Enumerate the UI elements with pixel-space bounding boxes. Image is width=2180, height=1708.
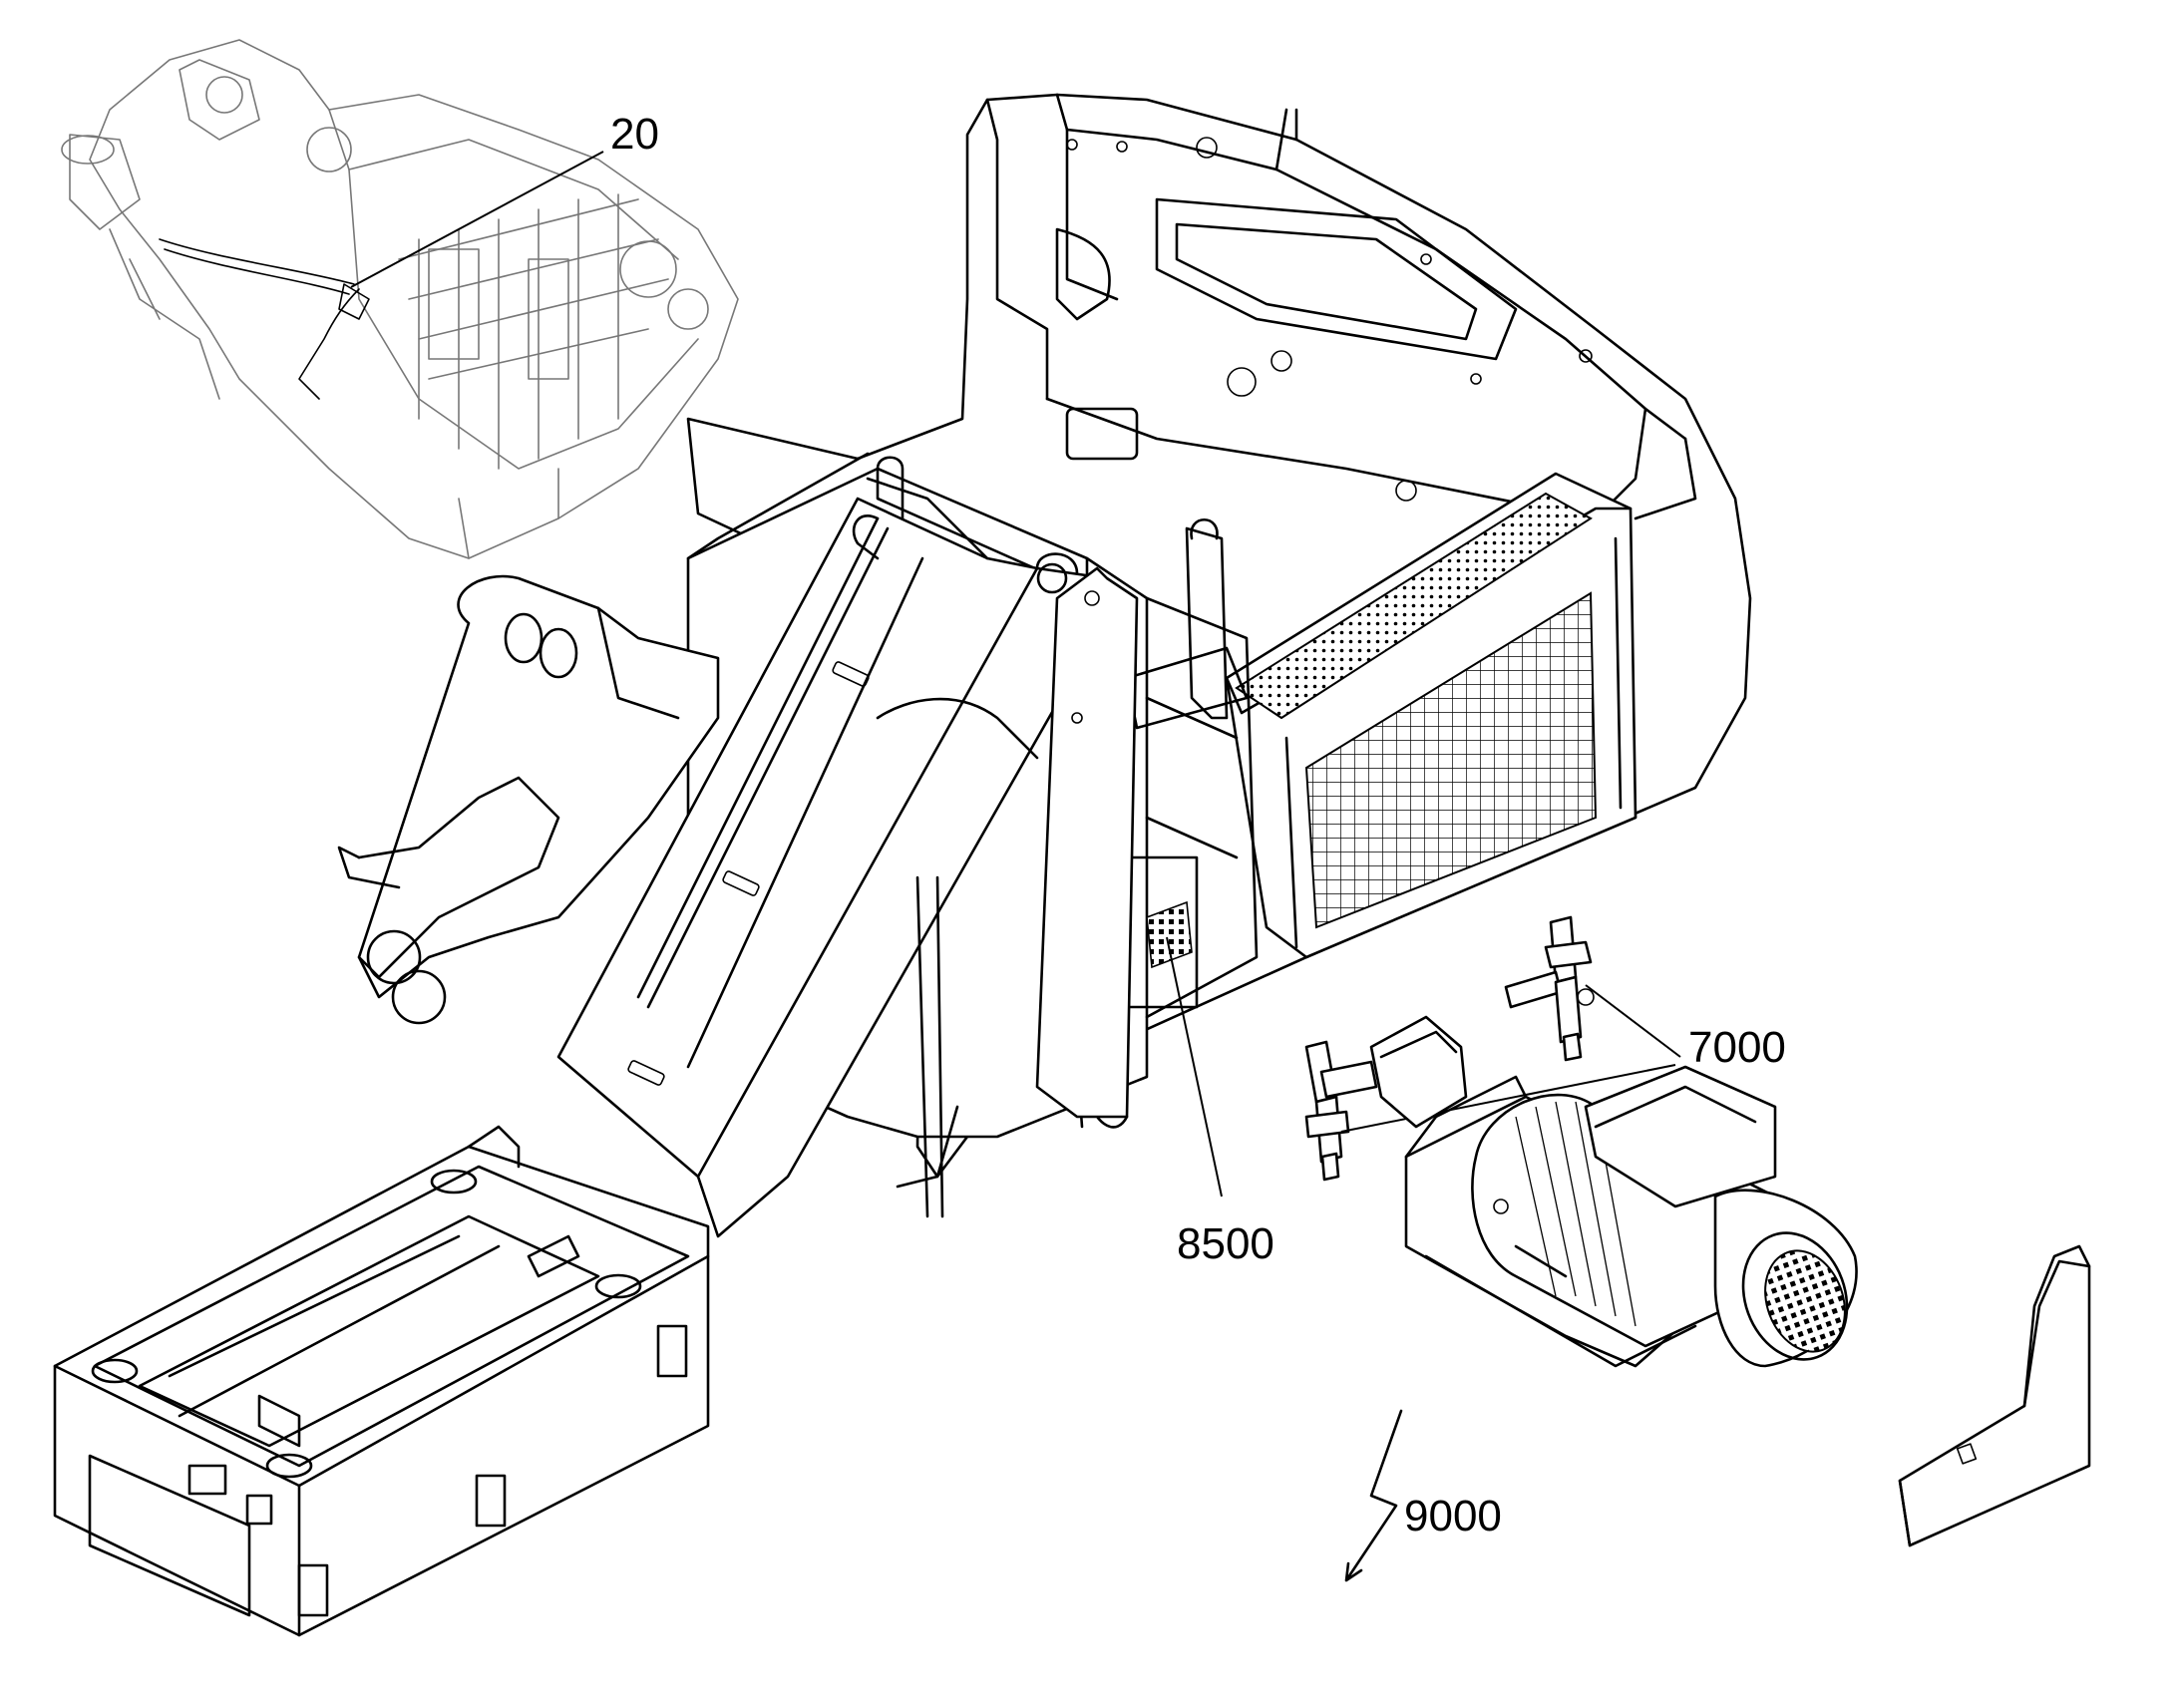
callout-20: 20 — [610, 110, 659, 159]
callout-8500: 8500 — [1177, 1219, 1274, 1268]
boom-arm-structure — [337, 456, 1139, 1238]
side-cover-panel — [1898, 1244, 2091, 1547]
leader-7000-a — [1585, 984, 1681, 1058]
leader-20 — [350, 151, 604, 288]
connector-7000-lower — [1304, 1040, 1378, 1182]
filter-housing — [1369, 1015, 1468, 1129]
callout-9000: 9000 — [1404, 1492, 1502, 1540]
electrical-bolt-icon — [1344, 1409, 1403, 1582]
leader-7000-b — [1340, 1064, 1676, 1133]
engine-assembly — [61, 39, 739, 559]
base-box — [53, 1125, 710, 1637]
leader-8500 — [1166, 936, 1223, 1197]
callout-7000: 7000 — [1688, 1023, 1786, 1072]
electric-motor-assembly — [1404, 1065, 1858, 1368]
radiator-grill-unit — [1225, 472, 1637, 959]
connector-7000-upper — [1504, 915, 1595, 1062]
